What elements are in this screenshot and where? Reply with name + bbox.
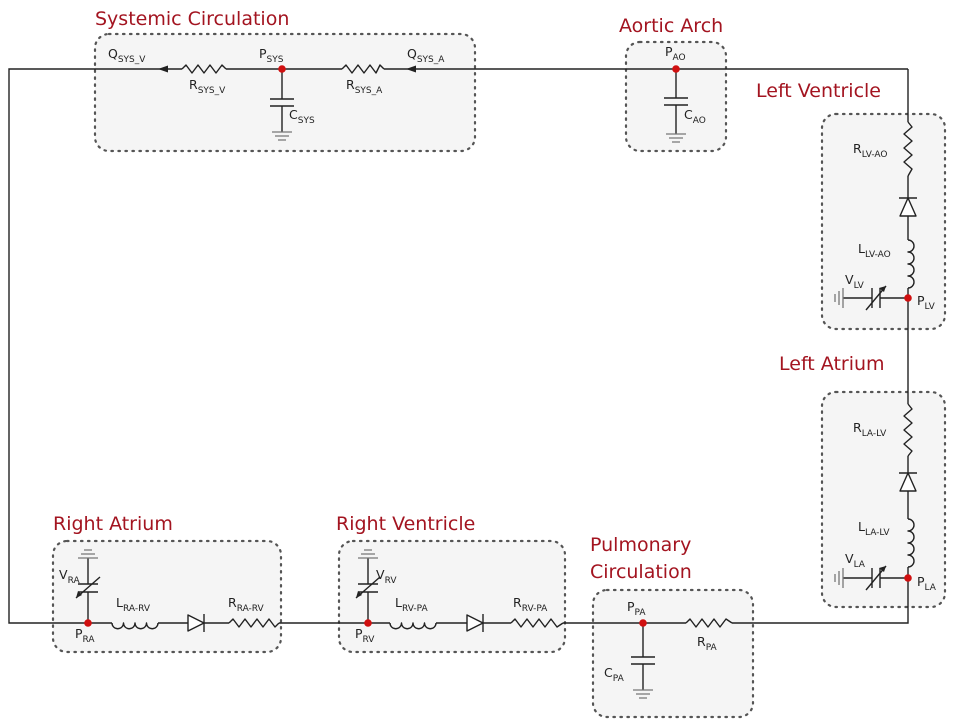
node-p-ao (672, 65, 680, 73)
node-p-pa (639, 619, 647, 627)
title-left-atrium: Left Atrium (779, 353, 885, 375)
diodes (187, 197, 917, 632)
label-r-sys-v: RSYS_V (189, 77, 226, 96)
label-l-la-lv: LLA-LV (858, 519, 890, 538)
node-p-la (904, 574, 912, 582)
section-titles: Systemic Circulation Aortic Arch Left Ve… (53, 8, 885, 583)
label-r-lv-ao: RLV-AO (853, 141, 887, 160)
label-l-ra-rv: LRA-RV (116, 595, 151, 614)
capacitor-sys-icon (270, 69, 294, 141)
diode-ra-rv-icon (187, 614, 205, 632)
label-c-sys: CSYS (289, 107, 315, 126)
variable-capacitors (75, 285, 908, 623)
label-p-ra: PRA (75, 626, 95, 645)
label-p-ao: PAO (665, 44, 686, 63)
right-atrium-box (51, 539, 283, 654)
label-v-ra: VRA (59, 567, 80, 586)
flow-arrow-q-sys-v-icon (158, 65, 168, 73)
diode-rv-pa-icon (466, 614, 484, 632)
pulmonary-circulation-box (591, 588, 755, 719)
node-p-rv (364, 619, 372, 627)
inductors (111, 239, 915, 630)
right-ventricle-box (337, 539, 567, 654)
capacitors (270, 69, 688, 699)
title-systemic-circulation: Systemic Circulation (95, 8, 289, 30)
flow-arrow-q-sys-a-icon (406, 65, 416, 73)
capacitor-ao-icon (664, 69, 688, 143)
resistor-ra-rv-icon (228, 618, 280, 628)
label-p-lv: PLV (917, 293, 936, 312)
title-aortic-arch: Aortic Arch (619, 15, 723, 37)
diode-la-lv-icon (899, 472, 917, 492)
label-r-pa: RPA (697, 634, 718, 653)
node-p-ra (84, 619, 92, 627)
diode-lv-ao-icon (899, 197, 917, 217)
resistor-rv-pa-icon (510, 618, 564, 628)
label-l-lv-ao: LLV-AO (858, 241, 891, 260)
title-pulmonary-line1: Pulmonary (590, 534, 691, 556)
title-right-ventricle: Right Ventricle (336, 513, 475, 535)
variable-capacitor-ra-icon (75, 549, 101, 623)
resistors (181, 64, 913, 628)
section-boxes (51, 32, 947, 719)
resistor-sys-v-icon (181, 64, 227, 74)
label-v-rv: VRV (376, 567, 397, 586)
label-v-la: VLA (845, 551, 866, 570)
variable-capacitor-rv-icon (355, 549, 381, 623)
inductor-ra-rv-icon (111, 622, 159, 630)
component-labels: QSYS_V RSYS_V PSYS CSYS RSYS_A QSYS_A PA… (59, 44, 937, 684)
label-c-ao: CAO (684, 107, 706, 126)
pressure-nodes (84, 65, 912, 627)
inductor-la-lv-icon (907, 518, 915, 568)
label-q-sys-a: QSYS_A (407, 46, 445, 65)
label-p-rv: PRV (355, 626, 375, 645)
capacitor-pa-icon (631, 623, 655, 699)
resistor-la-lv-icon (903, 403, 913, 457)
title-pulmonary-line2: Circulation (590, 561, 692, 583)
label-p-la: PLA (917, 574, 937, 593)
label-p-pa: PPA (627, 599, 646, 618)
left-ventricle-box (820, 112, 947, 331)
variable-capacitor-lv-icon (834, 285, 908, 311)
label-v-lv: VLV (845, 272, 865, 291)
node-p-lv (904, 294, 912, 302)
circuit-wires (8, 68, 909, 624)
label-r-la-lv: RLA-LV (853, 420, 887, 439)
resistor-pa-icon (685, 618, 733, 628)
label-r-sys-a: RSYS_A (346, 77, 383, 96)
flow-arrows (158, 65, 416, 73)
label-q-sys-v: QSYS_V (108, 46, 146, 65)
inductor-lv-ao-icon (907, 239, 915, 289)
systemic-circulation-box (93, 32, 477, 153)
variable-capacitor-la-icon (834, 565, 908, 591)
inductor-rv-pa-icon (389, 622, 437, 630)
resistor-sys-a-icon (341, 64, 385, 74)
resistor-lv-ao-icon (903, 121, 913, 177)
label-c-pa: CPA (604, 665, 625, 684)
label-r-rv-pa: RRV-PA (513, 595, 548, 614)
label-r-ra-rv: RRA-RV (228, 595, 265, 614)
node-p-sys (278, 65, 286, 73)
label-l-rv-pa: LRV-PA (395, 595, 428, 614)
title-left-ventricle: Left Ventricle (756, 80, 881, 102)
left-atrium-box (820, 390, 947, 609)
title-right-atrium: Right Atrium (53, 513, 173, 535)
label-p-sys: PSYS (259, 46, 284, 65)
